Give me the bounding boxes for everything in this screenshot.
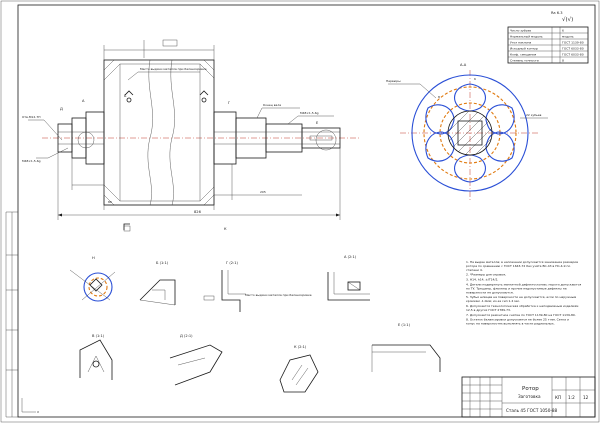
spec-row-value: 6 [562, 29, 564, 33]
spec-row-label: Коэф. смещения [510, 53, 536, 57]
detail-circle-left [77, 131, 95, 149]
ribs-label: Нервюры [386, 79, 401, 83]
main-view: Д А Б Г Е К Место выдачи металла при бал… [22, 39, 360, 232]
spec-row-label: Нормальный модуль [510, 35, 543, 39]
section-a-a: А-А Нервюры 22 зуб [386, 63, 548, 200]
note-line-7: 7. Допускается ремонтное снятие по ГОСТ … [466, 313, 576, 317]
spec-row-label: Степень точности [510, 59, 539, 63]
detail-v: В (1:1) [79, 334, 113, 380]
title-scale: 1:2 [568, 395, 575, 400]
inner-frame [17, 4, 596, 418]
svg-text:8: 8 [438, 95, 440, 99]
dim-right: 205 [260, 190, 266, 194]
svg-text:Г: Г [228, 101, 230, 105]
bearing-marks [124, 90, 209, 103]
svg-text:К: К [224, 227, 227, 231]
dim-center: 80 [108, 200, 112, 204]
dimensions [57, 39, 341, 220]
spec-row-value: модуль [562, 35, 574, 39]
note-line-3: 3. Н14, h14, ±IT14/2. [466, 278, 498, 282]
svg-text:Д: Д [60, 107, 63, 111]
detail-circle-right [315, 129, 337, 151]
binding-strip [5, 211, 18, 418]
spec-row-value: ГОСТ 6033-80 [562, 47, 584, 51]
svg-text:6: 6 [474, 77, 476, 81]
note-line-2: 2. *Размеры для справок. [466, 273, 506, 277]
svg-text:Н: Н [92, 256, 95, 260]
spec-row-label: Угол наклона [510, 41, 531, 45]
svg-text:X: X [37, 410, 39, 414]
svg-text:Б (1:1): Б (1:1) [156, 261, 169, 265]
detail-b: Б (1:1) [139, 261, 176, 306]
detail-a: А (2:1) [327, 255, 370, 301]
svg-text:К (2:1): К (2:1) [294, 345, 307, 349]
note-line-4: поверхности не допускаются. [466, 290, 514, 294]
callout-thread-left: М48×1,5-6g [22, 159, 41, 163]
svg-text:√(√): √(√) [562, 16, 573, 23]
roughness-mark: Ra 6.3 √(√) [551, 11, 573, 23]
leaders [28, 71, 334, 159]
title-subtitle: Заготовка [518, 394, 541, 399]
spec-row-label: Исходный контур [510, 47, 538, 51]
title-block: Ротор Заготовка Сталь 45 ГОСТ 1050-88 1:… [461, 376, 596, 418]
svg-text:Ra 6.3: Ra 6.3 [551, 11, 562, 15]
svg-text:А: А [82, 99, 85, 103]
note-line-6: 12,5 в других ГОСТ 2789-73. [466, 308, 511, 312]
detail-g: Г (2:1) Место выдачи металла при баланси… [203, 261, 312, 312]
detail-k: К (2:1) [279, 345, 319, 393]
title-name: Ротор [522, 386, 539, 392]
title-material: Сталь 45 ГОСТ 1050-88 [506, 408, 558, 413]
callout-bolt-hole: Отв.М12-7Н [22, 115, 40, 119]
section-title: А-А [460, 63, 467, 67]
note-line-4: по ТУ. Трещины, флокены и прочие недопус… [466, 286, 567, 290]
spec-row-value: ГОСТ 1139-80 [562, 41, 584, 45]
detail-note: Место выдачи металла при балансировке [245, 293, 312, 297]
spec-row-value: ГОСТ 6033-80 [562, 53, 584, 57]
callout-shaft-end: Конец вала [263, 103, 281, 107]
callout-thread-right: М48×1,5-6g [300, 111, 319, 115]
title-sheet-code: КП [555, 395, 561, 400]
svg-text:А (2:1): А (2:1) [344, 255, 357, 259]
svg-text:Б: Б [124, 94, 127, 98]
title-mass: 12 [583, 395, 589, 400]
note-line-1: степени 4. [466, 268, 483, 272]
spec-row-label: Число зубьев [510, 29, 531, 33]
note-line-6: 6. Допускается технологическая обработка… [466, 304, 578, 308]
spec-row-value: 8 [562, 59, 564, 63]
note-line-1: ротора по сравнению с ГОСТ 1643-72 без у… [466, 264, 570, 268]
svg-text:22 зубьев: 22 зубьев [526, 113, 542, 117]
detail-h: Н [69, 256, 116, 302]
note-line-1: 1. На выдан металла; в наложении допуска… [466, 260, 578, 264]
origin-marker: X [21, 398, 39, 414]
svg-text:В (1:1): В (1:1) [92, 334, 105, 338]
svg-text:Е (1:1): Е (1:1) [398, 323, 411, 327]
note-line-5: кромкам -1.0мм; из-за сил 1.4 мм. [466, 299, 520, 303]
dim-overall-length: 826 [194, 210, 202, 214]
callout-bearing: Место выдачи металла при балансировке [140, 67, 207, 71]
svg-text:Е: Е [316, 121, 319, 125]
note-line-8: конус на поверхностях выполнять в части … [466, 322, 555, 326]
technical-notes: 1. На выдан металла; в наложении допуска… [466, 260, 581, 326]
svg-text:Д (2:1): Д (2:1) [180, 334, 193, 338]
svg-text:Г (2:1): Г (2:1) [226, 261, 239, 265]
note-line-8: 8. Остаток балансировки допускается не б… [466, 318, 569, 322]
note-line-5: 5. Зубья шлицев на поверхности не допуск… [466, 295, 576, 299]
detail-e: Е (1:1) [371, 323, 441, 372]
note-line-4: 4. Детали подвергнуть магнитной дефектос… [466, 283, 581, 287]
detail-d: Д (2:1) [169, 334, 223, 386]
